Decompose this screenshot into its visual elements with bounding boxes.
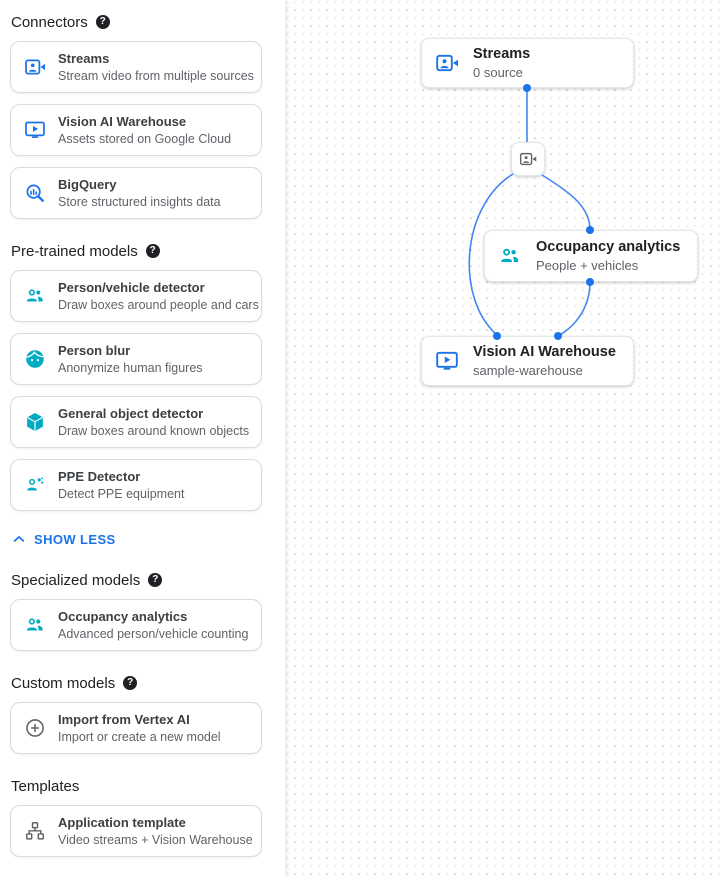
people-icon bbox=[24, 285, 46, 307]
node-streams[interactable]: Streams 0 source bbox=[421, 38, 634, 88]
section-header-templates: Templates bbox=[11, 777, 262, 795]
monitor-play-icon bbox=[24, 119, 46, 141]
video-camera-front-icon bbox=[519, 150, 537, 168]
help-icon[interactable]: ? bbox=[95, 15, 110, 29]
bigquery-icon bbox=[24, 182, 46, 204]
section-header-specialized-models: Specialized models ? bbox=[11, 571, 262, 589]
sidebar-card-ppe-detector[interactable]: PPE Detector Detect PPE equipment bbox=[10, 459, 262, 511]
sidebar-card-streams[interactable]: Streams Stream video from multiple sourc… bbox=[10, 41, 262, 93]
section-title: Templates bbox=[11, 777, 80, 795]
card-description: Draw boxes around people and cars bbox=[58, 297, 259, 312]
card-description: Import or create a new model bbox=[58, 729, 221, 744]
help-icon[interactable]: ? bbox=[145, 244, 160, 258]
tree-icon bbox=[24, 820, 46, 842]
port-warehouse-input-right[interactable] bbox=[554, 332, 562, 340]
card-title: Person/vehicle detector bbox=[58, 279, 205, 295]
show-less-button[interactable]: SHOW LESS bbox=[11, 530, 116, 548]
node-title: Streams bbox=[473, 46, 531, 62]
show-less-label: SHOW LESS bbox=[34, 531, 116, 547]
ppe-icon bbox=[24, 474, 46, 496]
node-occupancy-analytics[interactable]: Occupancy analytics People + vehicles bbox=[484, 230, 698, 282]
help-icon[interactable]: ? bbox=[148, 573, 163, 587]
card-description: Draw boxes around known objects bbox=[58, 423, 250, 438]
sidebar-card-import-from-vertex-ai[interactable]: Import from Vertex AI Import or create a… bbox=[10, 702, 262, 754]
card-title: Import from Vertex AI bbox=[58, 711, 190, 727]
section-header-custom-models: Custom models ? bbox=[11, 674, 262, 692]
card-title: Occupancy analytics bbox=[58, 608, 188, 624]
chevron-up-icon bbox=[11, 531, 27, 547]
section-title: Connectors bbox=[11, 13, 88, 31]
card-description: Assets stored on Google Cloud bbox=[58, 131, 232, 146]
sidebar-card-person-blur[interactable]: Person blur Anonymize human figures bbox=[10, 333, 262, 385]
node-subtitle: 0 source bbox=[473, 65, 523, 80]
card-description: Anonymize human figures bbox=[58, 360, 203, 375]
sidebar-card-occupancy-analytics[interactable]: Occupancy analytics Advanced person/vehi… bbox=[10, 599, 262, 651]
component-sidebar: Connectors ? Streams Stream video from m… bbox=[0, 0, 285, 878]
monitor-play-icon bbox=[435, 349, 459, 373]
node-title: Vision AI Warehouse bbox=[473, 344, 616, 360]
section-title: Custom models bbox=[11, 674, 116, 692]
card-title: BigQuery bbox=[58, 176, 117, 192]
node-subtitle: People + vehicles bbox=[536, 258, 639, 273]
people-icon bbox=[24, 614, 46, 636]
card-title: PPE Detector bbox=[58, 468, 141, 484]
port-streams-output[interactable] bbox=[523, 84, 531, 92]
card-description: Store structured insights data bbox=[58, 194, 221, 209]
section-title: Specialized models bbox=[11, 571, 141, 589]
sidebar-card-general-object-detector[interactable]: General object detector Draw boxes aroun… bbox=[10, 396, 262, 448]
card-title: General object detector bbox=[58, 405, 204, 421]
card-title: Streams bbox=[58, 50, 110, 66]
card-description: Stream video from multiple sources bbox=[58, 68, 254, 83]
edge-connector-to-occupancy bbox=[541, 174, 591, 231]
card-title: Person blur bbox=[58, 342, 131, 358]
people-icon bbox=[498, 244, 522, 268]
card-description: Detect PPE equipment bbox=[58, 486, 185, 501]
plus-circle-icon bbox=[24, 717, 46, 739]
cube-icon bbox=[24, 411, 46, 433]
graph-edges bbox=[468, 84, 594, 340]
port-occupancy-input[interactable] bbox=[586, 226, 594, 234]
section-header-connectors: Connectors ? bbox=[11, 13, 262, 31]
face-icon bbox=[24, 348, 46, 370]
card-title: Vision AI Warehouse bbox=[58, 113, 187, 129]
port-occupancy-output[interactable] bbox=[586, 278, 594, 286]
node-vision-ai-warehouse[interactable]: Vision AI Warehouse sample-warehouse bbox=[421, 336, 634, 386]
card-title: Application template bbox=[58, 814, 186, 830]
node-stream-source-connector[interactable] bbox=[511, 142, 545, 176]
sidebar-card-bigquery[interactable]: BigQuery Store structured insights data bbox=[10, 167, 262, 219]
video-camera-front-icon bbox=[24, 56, 46, 78]
card-description: Video streams + Vision Warehouse bbox=[58, 832, 253, 847]
sidebar-card-vision-ai-warehouse[interactable]: Vision AI Warehouse Assets stored on Goo… bbox=[10, 104, 262, 156]
edge-occupancy-to-warehouse bbox=[557, 281, 591, 337]
node-subtitle: sample-warehouse bbox=[473, 363, 583, 378]
node-title: Occupancy analytics bbox=[536, 239, 681, 255]
video-camera-front-icon bbox=[435, 51, 459, 75]
section-header-pretrained-models: Pre-trained models ? bbox=[11, 242, 262, 260]
sidebar-card-person-vehicle-detector[interactable]: Person/vehicle detector Draw boxes aroun… bbox=[10, 270, 262, 322]
card-description: Advanced person/vehicle counting bbox=[58, 626, 249, 641]
sidebar-card-application-template[interactable]: Application template Video streams + Vis… bbox=[10, 805, 262, 857]
help-icon[interactable]: ? bbox=[123, 676, 138, 690]
section-title: Pre-trained models bbox=[11, 242, 138, 260]
port-warehouse-input-left[interactable] bbox=[493, 332, 501, 340]
graph-canvas[interactable]: Streams 0 source Occupancy analytics Peo… bbox=[285, 0, 725, 878]
